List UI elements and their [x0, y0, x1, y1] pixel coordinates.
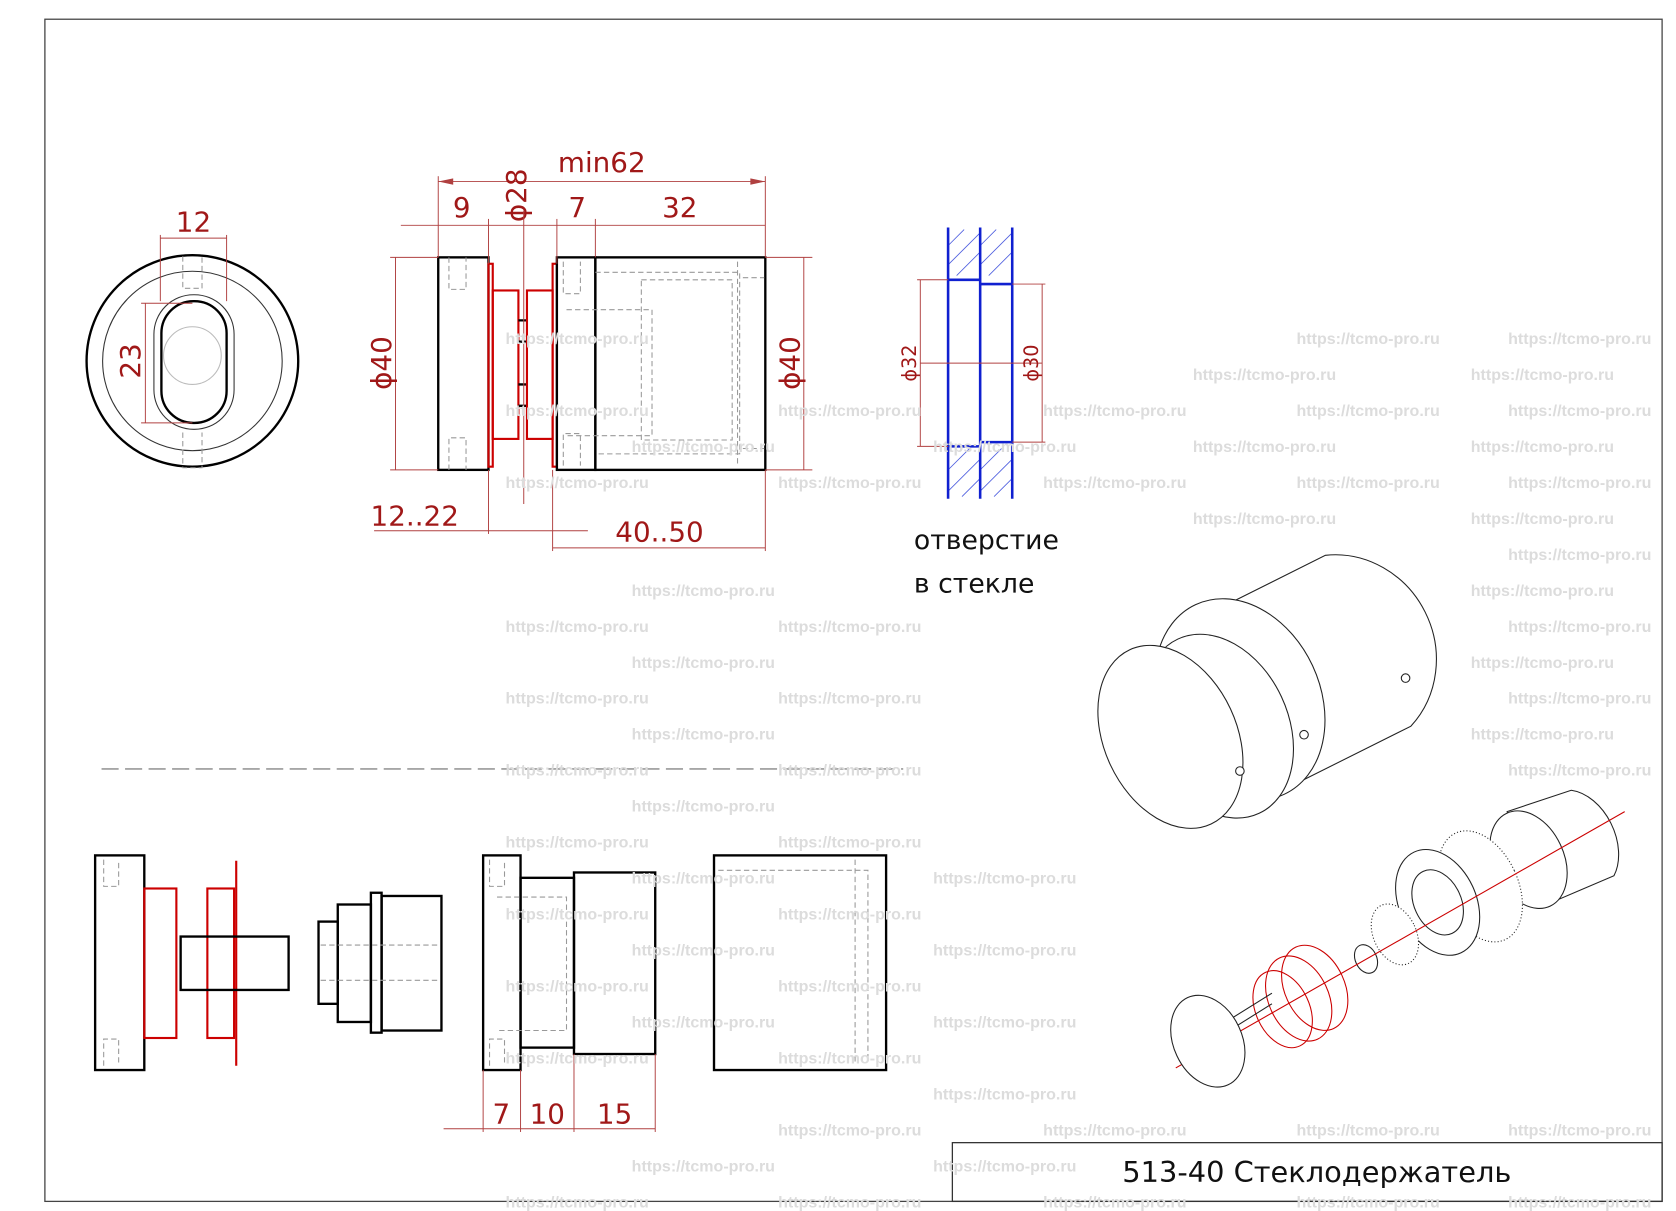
watermark-text: https://tcmo-pro.ru	[778, 762, 921, 780]
parts-view: 7 10 15	[93, 854, 888, 1132]
drawing-frame	[44, 18, 1663, 1203]
watermark-text: https://tcmo-pro.ru	[1043, 1194, 1186, 1211]
watermark-text: https://tcmo-pro.ru	[1043, 402, 1186, 420]
watermark-text: https://tcmo-pro.ru	[1508, 618, 1651, 636]
watermark-text: https://tcmo-pro.ru	[1471, 366, 1614, 384]
dim-part-7: 7	[492, 1097, 510, 1130]
watermark-text: https://tcmo-pro.ru	[506, 474, 649, 492]
watermark-text: https://tcmo-pro.ru	[1508, 330, 1651, 348]
watermark-text: https://tcmo-pro.ru	[933, 870, 1076, 888]
side-view: min62 9 ϕ28 7 32 ϕ40 ϕ40 12..22 40..50	[365, 146, 813, 552]
title-block: 513-40 Стеклодержатель	[951, 1142, 1663, 1203]
watermark-text: https://tcmo-pro.ru	[933, 1086, 1076, 1104]
watermark-text: https://tcmo-pro.ru	[632, 582, 775, 600]
watermark-text: https://tcmo-pro.ru	[506, 834, 649, 852]
watermark-text: https://tcmo-pro.ru	[1297, 474, 1440, 492]
watermark-text: https://tcmo-pro.ru	[632, 726, 775, 744]
dim-d28: ϕ28	[500, 168, 533, 222]
watermark-text: https://tcmo-pro.ru	[778, 1122, 921, 1140]
dim-9: 9	[453, 191, 471, 224]
watermark-text: https://tcmo-pro.ru	[933, 1158, 1076, 1176]
watermark-text: https://tcmo-pro.ru	[778, 906, 921, 924]
watermark-text: https://tcmo-pro.ru	[1508, 690, 1651, 708]
watermark-text: https://tcmo-pro.ru	[778, 1194, 921, 1211]
watermark-text: https://tcmo-pro.ru	[1193, 366, 1336, 384]
dim-12: 12	[176, 206, 211, 239]
watermark-text: https://tcmo-pro.ru	[1471, 582, 1614, 600]
glass-hole-section: ϕ32 ϕ30 отверстие в стекле	[898, 227, 1059, 600]
watermark-text: https://tcmo-pro.ru	[632, 870, 775, 888]
watermark-text: https://tcmo-pro.ru	[632, 942, 775, 960]
drawing-title: 513-40 Стеклодержатель	[1122, 1155, 1511, 1189]
watermark-text: https://tcmo-pro.ru	[1508, 1194, 1651, 1211]
watermark-text: https://tcmo-pro.ru	[1297, 402, 1440, 420]
watermark-text: https://tcmo-pro.ru	[506, 618, 649, 636]
dim-d32: ϕ32	[898, 345, 921, 382]
dim-range-40-50: 40..50	[615, 515, 703, 548]
dim-32: 32	[662, 191, 697, 224]
watermark-text: https://tcmo-pro.ru	[1043, 474, 1186, 492]
watermark-text: https://tcmo-pro.ru	[506, 1050, 649, 1068]
watermark-text: https://tcmo-pro.ru	[506, 906, 649, 924]
watermark-text: https://tcmo-pro.ru	[506, 330, 649, 348]
isometric-exploded-view	[1170, 789, 1625, 1088]
watermark-text: https://tcmo-pro.ru	[632, 654, 775, 672]
watermark-text: https://tcmo-pro.ru	[1508, 762, 1651, 780]
watermark-text: https://tcmo-pro.ru	[1471, 510, 1614, 528]
watermark-text: https://tcmo-pro.ru	[506, 978, 649, 996]
watermark-text: https://tcmo-pro.ru	[1471, 438, 1614, 456]
watermark-text: https://tcmo-pro.ru	[1471, 654, 1614, 672]
dim-part-10: 10	[530, 1097, 565, 1130]
watermark-text: https://tcmo-pro.ru	[933, 942, 1076, 960]
watermark-text: https://tcmo-pro.ru	[506, 690, 649, 708]
dim-range-12-22: 12..22	[371, 499, 459, 532]
watermark-text: https://tcmo-pro.ru	[1508, 402, 1651, 420]
watermark-text: https://tcmo-pro.ru	[506, 762, 649, 780]
watermark-text: https://tcmo-pro.ru	[778, 402, 921, 420]
dim-d40-left: ϕ40	[365, 336, 398, 390]
watermark-text: https://tcmo-pro.ru	[933, 438, 1076, 456]
watermark-text: https://tcmo-pro.ru	[1193, 438, 1336, 456]
watermark-text: https://tcmo-pro.ru	[1297, 1122, 1440, 1140]
isometric-assembled-view	[1097, 554, 1437, 829]
dim-d40-right: ϕ40	[774, 336, 807, 390]
dim-d30: ϕ30	[1020, 345, 1043, 382]
watermark-text: https://tcmo-pro.ru	[1508, 546, 1651, 564]
watermark-text: https://tcmo-pro.ru	[506, 402, 649, 420]
watermark-text: https://tcmo-pro.ru	[778, 690, 921, 708]
watermark-text: https://tcmo-pro.ru	[632, 798, 775, 816]
dim-7: 7	[568, 191, 586, 224]
watermark-text: https://tcmo-pro.ru	[1193, 510, 1336, 528]
watermark-text: https://tcmo-pro.ru	[632, 1014, 775, 1032]
watermark-text: https://tcmo-pro.ru	[1043, 1122, 1186, 1140]
dim-part-15: 15	[597, 1097, 632, 1130]
watermark-text: https://tcmo-pro.ru	[1471, 726, 1614, 744]
watermark-text: https://tcmo-pro.ru	[632, 1158, 775, 1176]
watermark-text: https://tcmo-pro.ru	[933, 1014, 1076, 1032]
watermark-text: https://tcmo-pro.ru	[1297, 1194, 1440, 1211]
watermark-text: https://tcmo-pro.ru	[1297, 330, 1440, 348]
watermark-text: https://tcmo-pro.ru	[1508, 1122, 1651, 1140]
caption-in-glass: в стекле	[914, 569, 1035, 600]
watermark-text: https://tcmo-pro.ru	[778, 978, 921, 996]
watermark-text: https://tcmo-pro.ru	[778, 834, 921, 852]
dim-min62: min62	[558, 146, 646, 179]
watermark-text: https://tcmo-pro.ru	[778, 1050, 921, 1068]
watermark-text: https://tcmo-pro.ru	[506, 1194, 649, 1211]
front-view: 12 23	[85, 206, 300, 469]
watermark-text: https://tcmo-pro.ru	[632, 438, 775, 456]
watermark-text: https://tcmo-pro.ru	[778, 474, 921, 492]
caption-hole: отверстие	[914, 525, 1059, 556]
dim-23: 23	[114, 343, 147, 378]
watermark-text: https://tcmo-pro.ru	[778, 618, 921, 636]
watermark-text: https://tcmo-pro.ru	[1508, 474, 1651, 492]
